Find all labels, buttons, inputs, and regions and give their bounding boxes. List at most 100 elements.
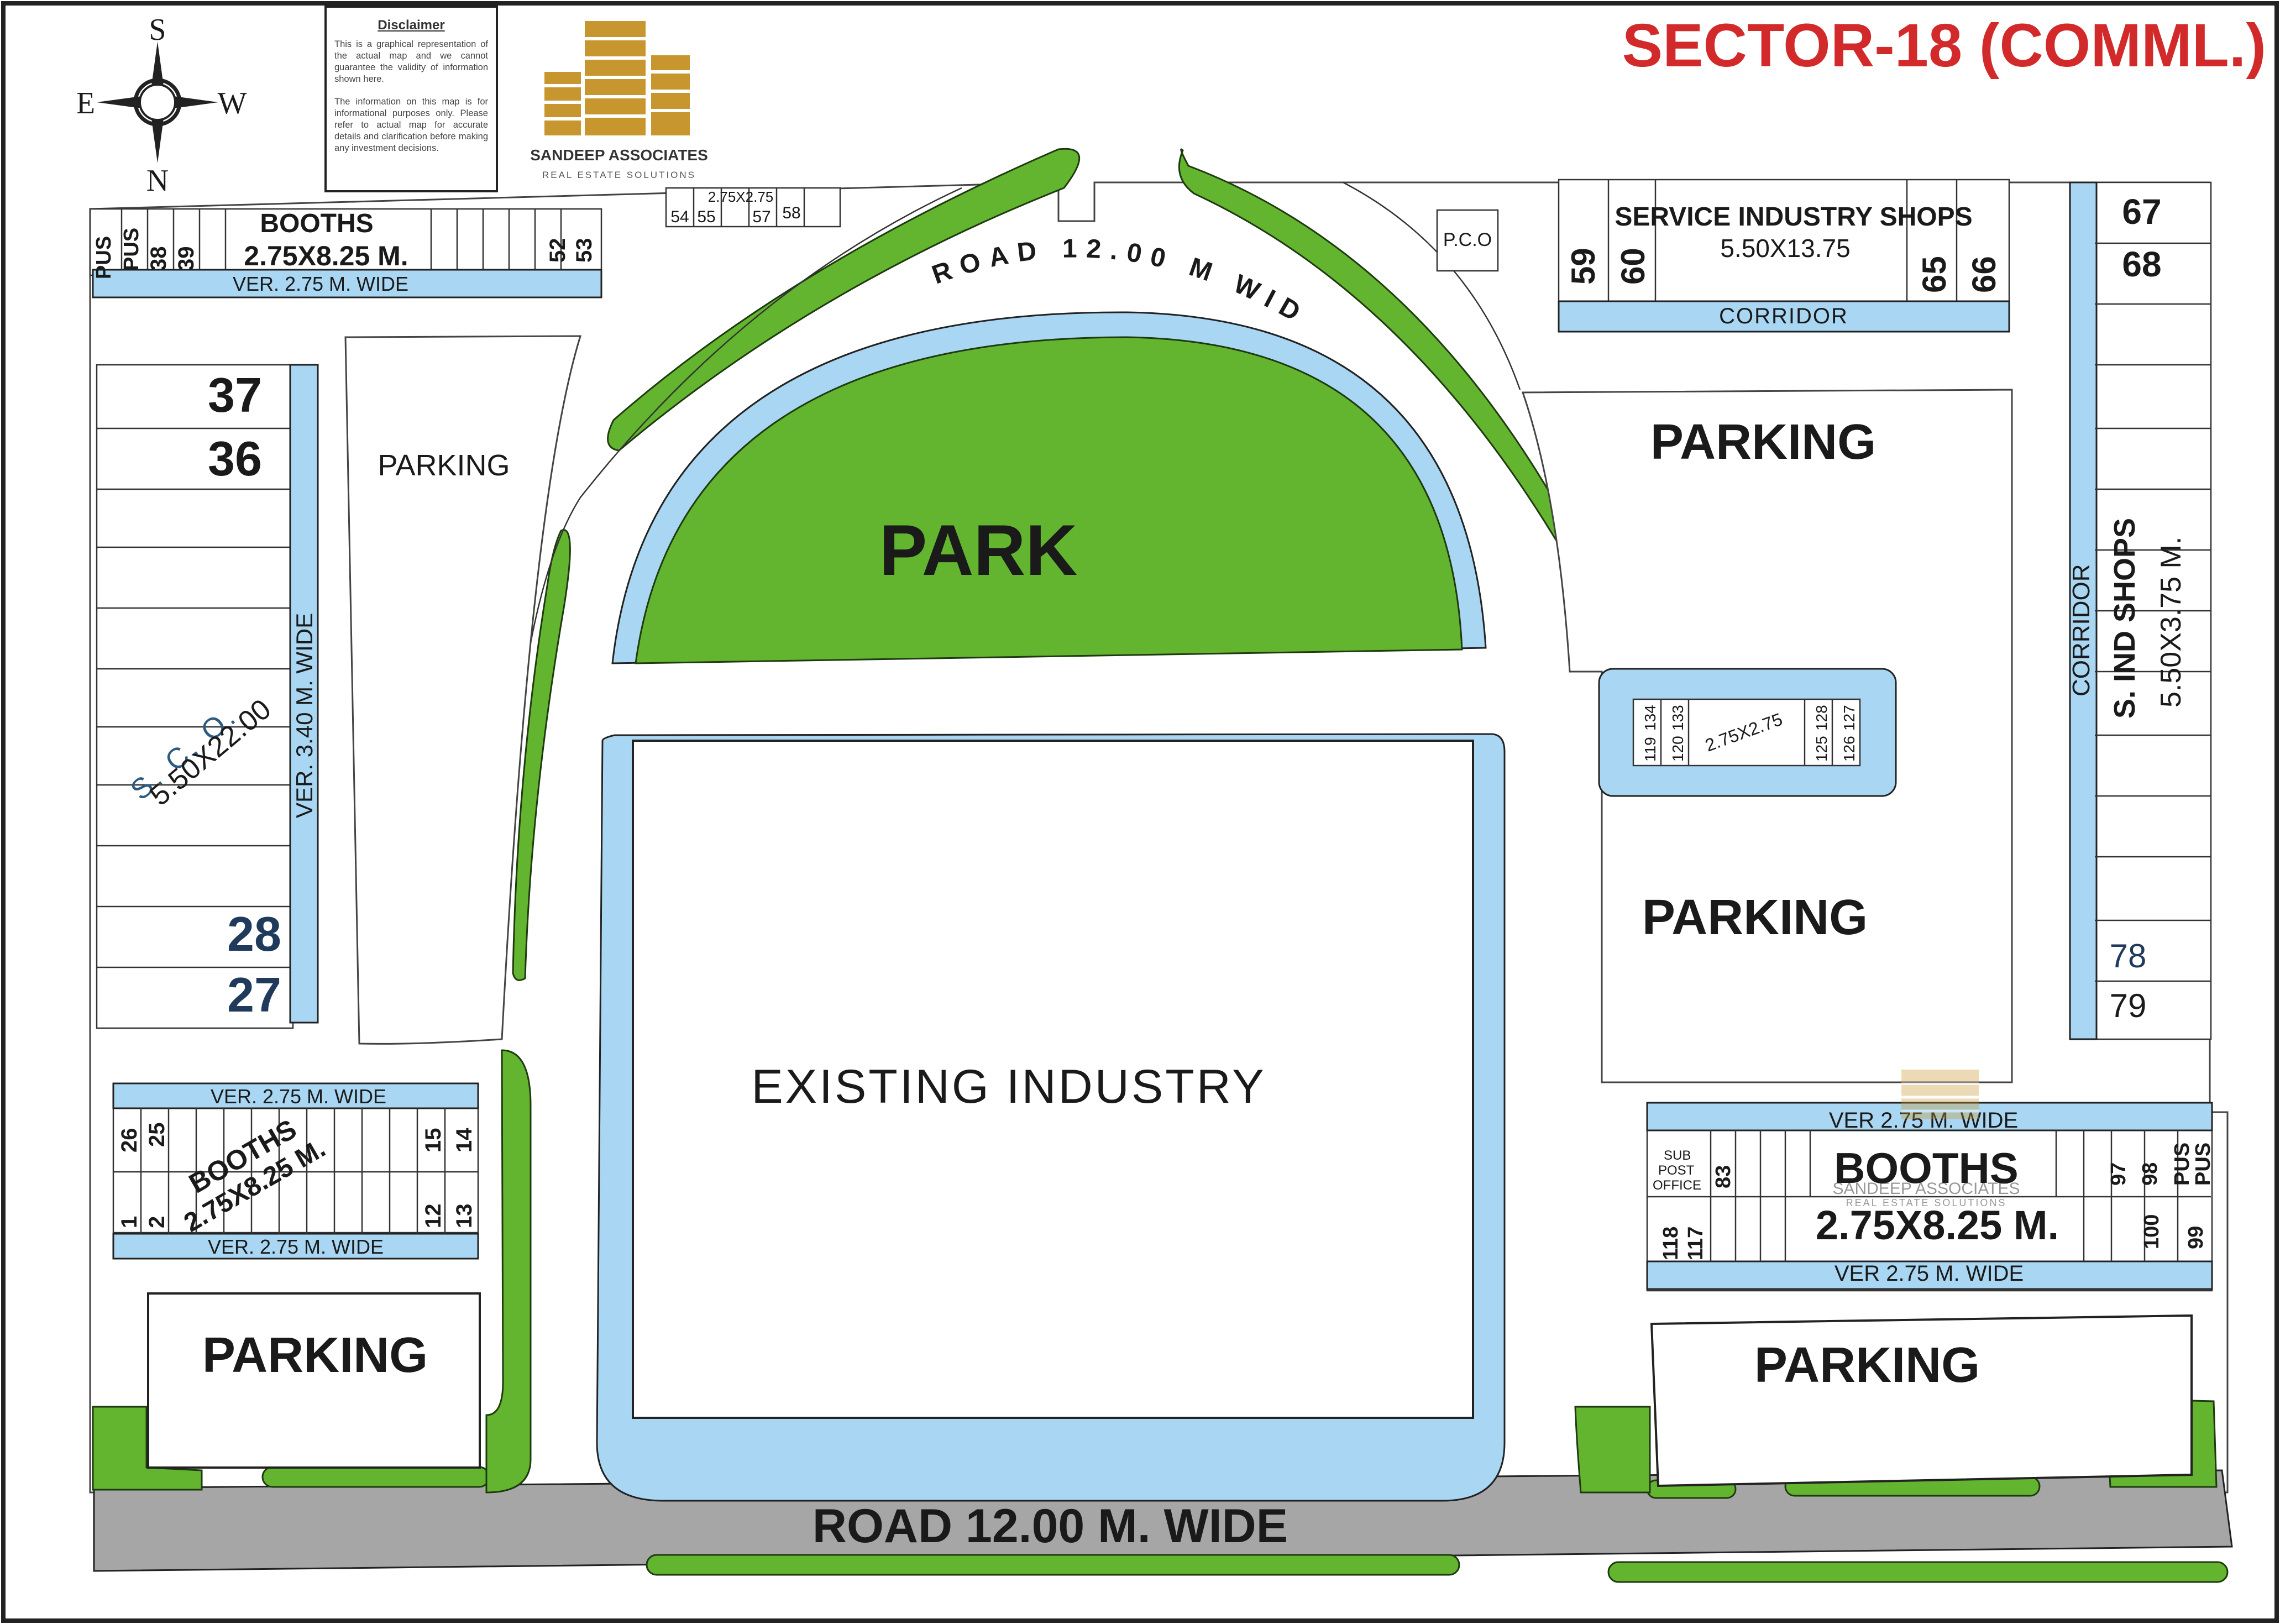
disclaimer-box: Disclaimer This is a graphical represent…: [324, 6, 498, 192]
booth-block: [1646, 1107, 2213, 1292]
green-strip: [646, 1554, 1460, 1576]
plot-number: 66: [1965, 256, 2003, 293]
verandah-label: VER 2.75 M. WIDE: [1835, 1261, 2024, 1286]
verandah: [112, 1233, 479, 1260]
service-shops-size: 5.50X13.75: [1720, 234, 1850, 263]
plot-number: 60: [1615, 248, 1652, 285]
bottom-road-label: ROAD 12.00 M. WIDE: [813, 1500, 1288, 1553]
plot-number: 133: [1669, 705, 1686, 731]
verandah-label: VER. 2.75 M. WIDE: [211, 1085, 386, 1108]
plot-number: 2: [145, 1216, 169, 1228]
parking-area: [344, 335, 582, 1045]
compass-left-label: E: [76, 86, 95, 121]
verandah: [92, 269, 602, 298]
booths-label: BOOTHS: [260, 209, 373, 238]
plot-number: 98: [2139, 1162, 2162, 1186]
map-title: SECTOR-18 (COMML.): [1622, 12, 2266, 80]
plot-number: 14: [452, 1128, 476, 1152]
plot-number: 28: [227, 907, 281, 961]
plot-number: 38: [146, 247, 171, 271]
disclaimer-text: This is a graphical representation of th…: [334, 39, 488, 84]
shops-label: S. IND SHOPS: [2108, 518, 2141, 719]
booth-size-label: 2.75X8.25 M.: [244, 240, 408, 271]
sco-dividers: [97, 427, 293, 968]
plot-number: 54: [670, 208, 689, 226]
sub-post-office-label: OFFICE: [1653, 1178, 1701, 1193]
plot-number: 127: [1841, 705, 1858, 731]
plot-number: 120: [1669, 736, 1686, 762]
plot-number: 15: [421, 1128, 445, 1153]
plot-number: 39: [174, 247, 198, 271]
parking-label: PARKING: [1650, 415, 1876, 470]
plot-number: 26: [117, 1128, 141, 1153]
green-strip: [261, 1466, 490, 1488]
small-booth-block: [665, 187, 841, 228]
corridor-label: CORRIDOR: [1719, 304, 1848, 328]
pus-label: PUS: [92, 236, 116, 279]
green-arc-left: [607, 148, 1080, 452]
booths-label: BOOTHS: [1834, 1144, 2019, 1192]
verandah: [289, 364, 319, 1024]
plot-number: 12: [421, 1204, 445, 1229]
pus-label: PUS: [2171, 1143, 2194, 1186]
plot-number: 37: [208, 368, 262, 422]
parking-label: PARKING: [202, 1328, 428, 1383]
booth-size-label: 2.75X8.25 M.: [1816, 1202, 2059, 1248]
service-shops-block: [1558, 179, 2010, 302]
shops-size-label: 5.50X3.75 M.: [2155, 537, 2187, 708]
plot-number: 117: [1684, 1227, 1707, 1260]
pus-label: PUS: [120, 228, 143, 271]
plot-number: 134: [1642, 705, 1659, 731]
green-corner: [92, 1406, 203, 1491]
park-area: [635, 336, 1463, 664]
pco-box: [1436, 209, 1499, 272]
parking-label: PARKING: [1642, 890, 1868, 945]
sub-post-office-label: POST: [1658, 1163, 1695, 1178]
plot-number: 53: [572, 238, 596, 263]
plot-number: 100: [2140, 1214, 2163, 1249]
booth-block: [89, 208, 602, 276]
booth-dividers: [113, 1108, 478, 1234]
plot-number: 65: [1916, 256, 1953, 293]
green-strip: [1607, 1561, 2229, 1583]
plot-number: 55: [697, 208, 715, 226]
plot-number: 79: [2110, 987, 2147, 1024]
industry-block: [632, 740, 1474, 1419]
verandah-label: VER 2.75 M. WIDE: [1829, 1108, 2018, 1133]
compass-top-label: S: [149, 13, 166, 47]
plot-number: 119: [1642, 737, 1659, 762]
disclaimer-heading: Disclaimer: [378, 18, 445, 33]
plot-number: 59: [1565, 248, 1602, 285]
plot-number: 1: [117, 1216, 141, 1228]
logo-icon: [544, 21, 690, 135]
booth-dividers: [1647, 1130, 2211, 1261]
shop-dividers: [2095, 242, 2211, 982]
booth-dividers: [120, 209, 562, 275]
small-booth-size: 2.75X2.75: [708, 188, 774, 205]
plot-number: 78: [2110, 937, 2147, 975]
park-label: PARK: [879, 510, 1078, 590]
watermark-name: SANDEEP ASSOCIATES: [1832, 1180, 2020, 1198]
plot-number: 57: [752, 208, 771, 226]
plot-number: 67: [2122, 192, 2161, 232]
plot-number: 128: [1813, 705, 1830, 731]
disclaimer-text: The information on this map is for infor…: [334, 97, 488, 153]
compass-icon: [97, 41, 218, 163]
watermark-tagline: REAL ESTATE SOLUTIONS: [1846, 1197, 2007, 1208]
verandah: [1646, 1102, 2213, 1131]
plot-number: 126: [1841, 736, 1858, 762]
parking-area: [1650, 1314, 2193, 1487]
plot-number: 13: [452, 1204, 476, 1229]
plot-number: 125: [1813, 736, 1830, 762]
pus-label: PUS: [2192, 1143, 2215, 1186]
verandah: [1646, 1260, 2213, 1290]
plot-number: 27: [227, 967, 281, 1022]
verandah-label: VER. 2.75 M. WIDE: [233, 273, 408, 295]
plot-number: 97: [2107, 1162, 2130, 1186]
service-shops-label: SERVICE INDUSTRY SHOPS: [1615, 202, 1972, 232]
small-booth-block: [1632, 698, 1861, 767]
sub-post-office-label: SUB: [1664, 1148, 1691, 1163]
plot-number: 99: [2184, 1226, 2208, 1249]
plot-number: 52: [546, 238, 570, 263]
